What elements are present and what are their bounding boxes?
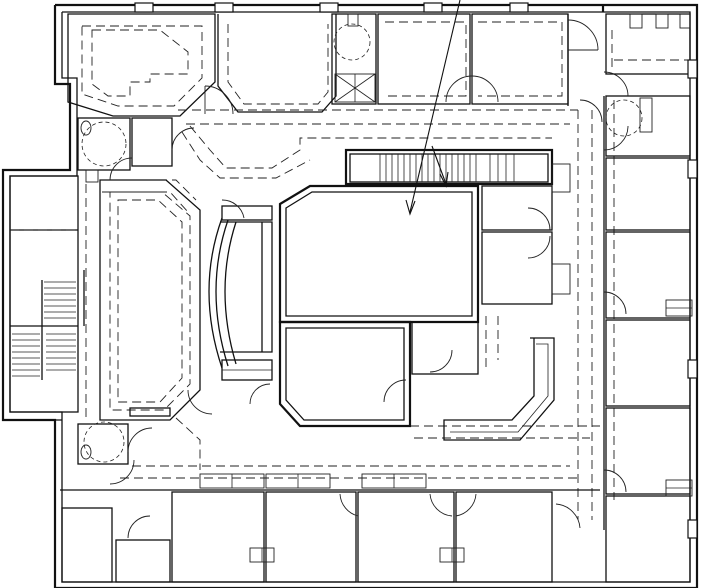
top-rooms bbox=[67, 13, 691, 117]
corridor-lines bbox=[85, 59, 690, 520]
upper-left-restrooms bbox=[77, 117, 173, 183]
exterior-walls bbox=[1, 3, 699, 588]
window-marks bbox=[134, 2, 698, 539]
door-swing-icon bbox=[109, 19, 629, 539]
stage bbox=[208, 205, 273, 381]
bottom-rooms bbox=[60, 421, 600, 583]
stair-core bbox=[344, 148, 571, 305]
right-rooms bbox=[603, 95, 693, 583]
main-hall bbox=[278, 184, 480, 428]
left-hall bbox=[99, 179, 201, 421]
left-stair-tower bbox=[9, 175, 85, 413]
curved-corridor bbox=[443, 316, 555, 441]
leader-arrow-icon bbox=[405, 0, 461, 216]
